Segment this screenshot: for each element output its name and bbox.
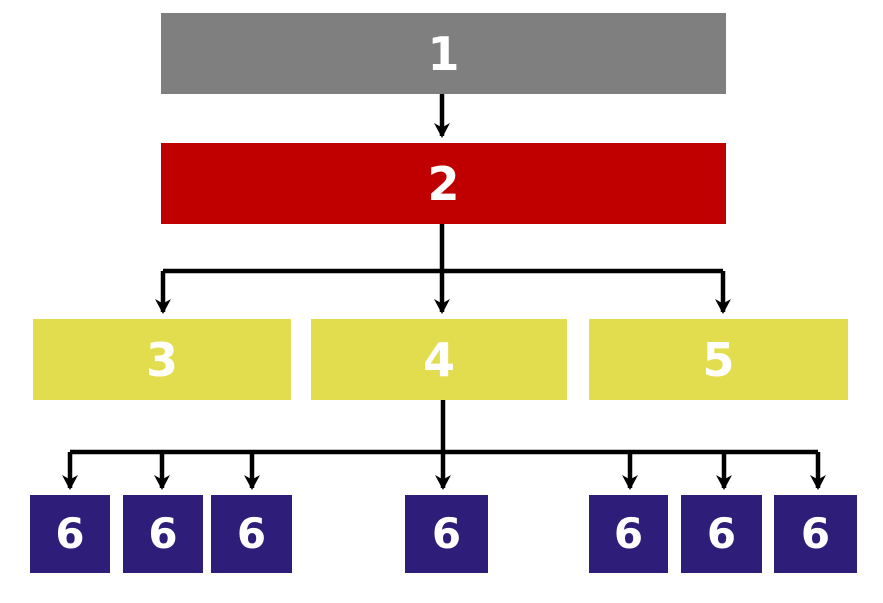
node-6-3: 6	[211, 495, 292, 573]
node-6-5: 6	[589, 495, 668, 573]
node-6-1: 6	[30, 495, 110, 573]
node-6-3-label: 6	[236, 509, 267, 558]
node-5-label: 5	[702, 332, 735, 387]
node-3: 3	[33, 319, 291, 400]
node-6-7-label: 6	[800, 509, 831, 558]
node-4: 4	[311, 319, 567, 400]
node-2-label: 2	[427, 156, 460, 211]
node-2: 2	[161, 143, 726, 224]
node-6-5-label: 6	[613, 509, 644, 558]
node-3-label: 3	[145, 332, 178, 387]
node-1-label: 1	[427, 26, 460, 81]
node-6-1-label: 6	[55, 509, 85, 558]
node-6-4: 6	[405, 495, 488, 573]
node-6-2-label: 6	[148, 509, 178, 558]
node-6-6: 6	[681, 495, 762, 573]
node-1: 1	[161, 13, 726, 94]
node-4-label: 4	[422, 332, 455, 387]
node-5: 5	[589, 319, 848, 400]
node-6-7: 6	[774, 495, 857, 573]
node-6-2: 6	[123, 495, 203, 573]
node-6-4-label: 6	[431, 509, 462, 558]
node-6-6-label: 6	[706, 509, 737, 558]
